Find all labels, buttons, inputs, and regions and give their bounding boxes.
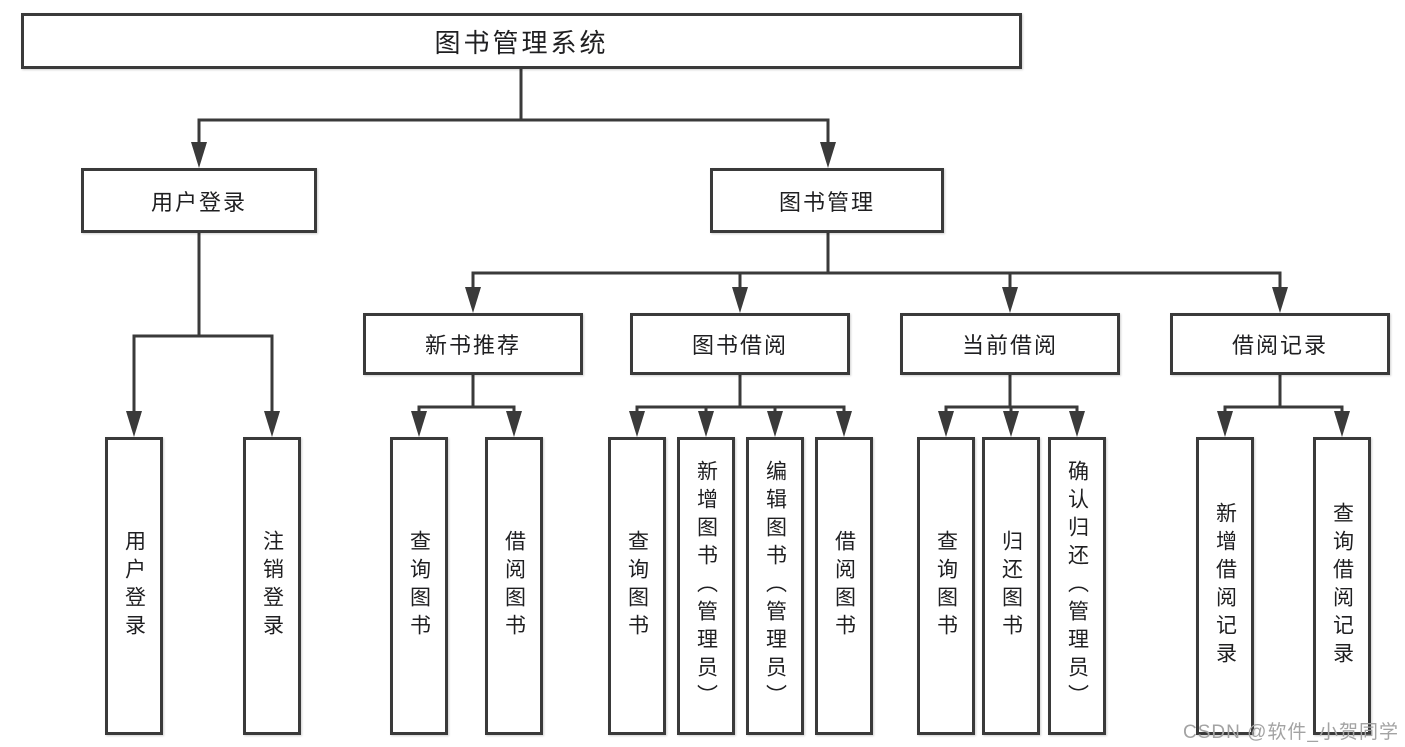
node-root: 图书管理系统	[21, 13, 1022, 69]
node-label: 确认归还（管理员）	[1065, 460, 1089, 712]
node-label: 新增图书（管理员）	[694, 460, 718, 712]
arrowhead-icon	[1069, 411, 1085, 437]
node-label: 图书借阅	[691, 333, 788, 358]
node-label: 查询借阅记录	[1330, 502, 1354, 670]
arrowhead-icon	[191, 142, 207, 168]
arrowhead-icon	[1002, 287, 1018, 313]
node-rec-query: 查询图书	[390, 437, 448, 735]
node-recd-query: 查询借阅记录	[1313, 437, 1371, 735]
node-label: 查询图书	[934, 530, 958, 642]
node-rec-borrow: 借阅图书	[485, 437, 543, 735]
arrowhead-icon	[264, 411, 280, 437]
arrowhead-icon	[1217, 411, 1233, 437]
node-book-module: 图书管理	[710, 168, 944, 233]
arrowhead-icon	[820, 142, 836, 168]
arrowhead-icon	[938, 411, 954, 437]
arrowhead-icon	[1334, 411, 1350, 437]
watermark: CSDN @软件_小贺同学	[1183, 722, 1399, 743]
node-bor-add: 新增图书（管理员）	[677, 437, 735, 735]
arrowhead-icon	[1003, 411, 1019, 437]
node-label: 当前借阅	[961, 333, 1058, 358]
arrowhead-icon	[767, 411, 783, 437]
node-label: 新书推荐	[424, 333, 521, 358]
arrowhead-icon	[411, 411, 427, 437]
node-logout: 注销登录	[243, 437, 301, 735]
node-current: 当前借阅	[900, 313, 1120, 375]
node-new-rec: 新书推荐	[363, 313, 583, 375]
arrowhead-icon	[732, 287, 748, 313]
node-label: 借阅记录	[1231, 333, 1328, 358]
node-bor-edit: 编辑图书（管理员）	[746, 437, 804, 735]
node-login-module: 用户登录	[81, 168, 317, 233]
node-label: 用户登录	[150, 189, 247, 215]
arrowhead-icon	[465, 287, 481, 313]
node-bor-borrow: 借阅图书	[815, 437, 873, 735]
arrowhead-icon	[698, 411, 714, 437]
arrowhead-icon	[126, 411, 142, 437]
node-cur-query: 查询图书	[917, 437, 975, 735]
node-records: 借阅记录	[1170, 313, 1390, 375]
node-label: 注销登录	[260, 530, 284, 642]
arrowhead-icon	[836, 411, 852, 437]
node-borrow: 图书借阅	[630, 313, 850, 375]
arrowhead-icon	[629, 411, 645, 437]
node-cur-confirm: 确认归还（管理员）	[1048, 437, 1106, 735]
node-label: 借阅图书	[832, 530, 856, 642]
node-label: 编辑图书（管理员）	[763, 460, 787, 712]
node-cur-return: 归还图书	[982, 437, 1040, 735]
node-user-login: 用户登录	[105, 437, 163, 735]
node-label: 图书管理系统	[434, 27, 609, 58]
node-label: 新增借阅记录	[1213, 502, 1237, 670]
node-label: 用户登录	[122, 530, 146, 642]
arrowhead-icon	[506, 411, 522, 437]
node-label: 归还图书	[999, 530, 1023, 642]
node-bor-query: 查询图书	[608, 437, 666, 735]
node-label: 图书管理	[778, 189, 875, 215]
node-label: 查询图书	[407, 530, 431, 642]
arrowhead-icon	[1272, 287, 1288, 313]
node-recd-add: 新增借阅记录	[1196, 437, 1254, 735]
node-label: 查询图书	[625, 530, 649, 642]
node-label: 借阅图书	[502, 530, 526, 642]
